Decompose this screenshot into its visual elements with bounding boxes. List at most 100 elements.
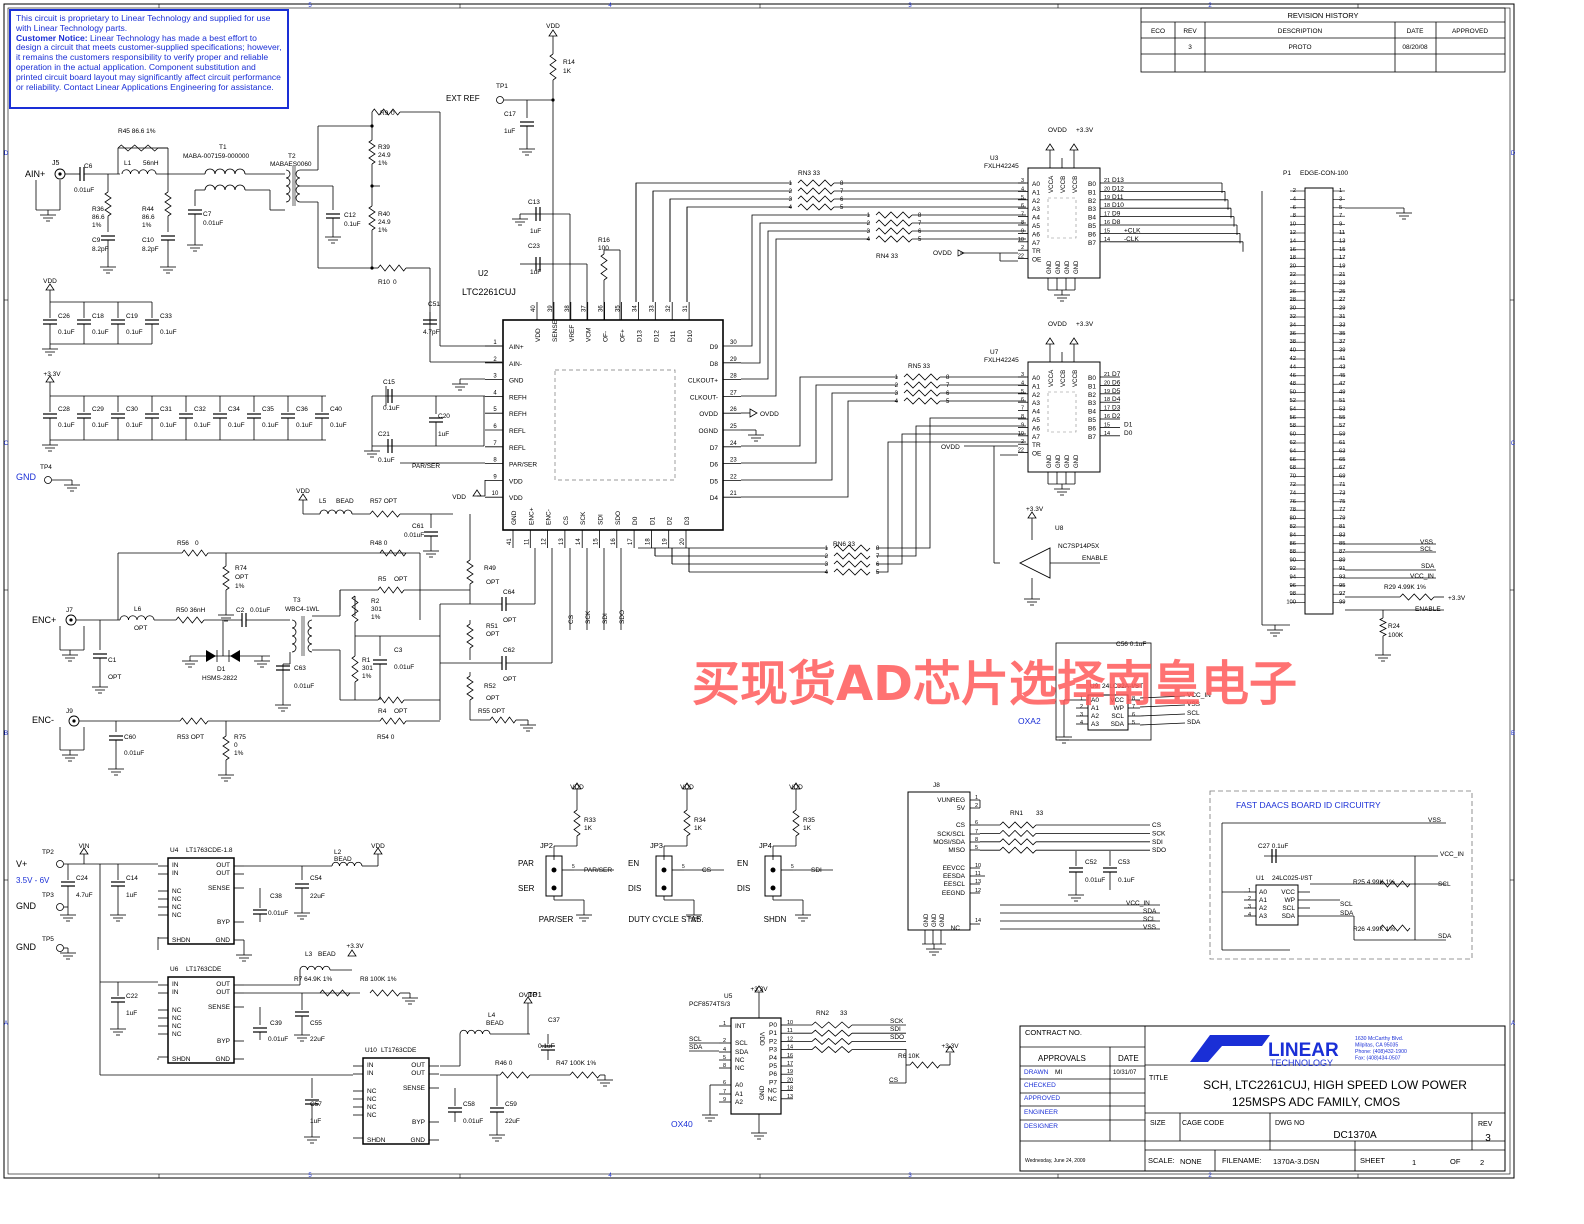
- p1-pin-odd: 77: [1339, 507, 1345, 513]
- label: C54: [310, 875, 322, 882]
- adc-pin-number: 6: [493, 424, 497, 430]
- data-bus-label: D7: [1112, 371, 1121, 378]
- label: 33: [840, 1010, 848, 1017]
- label: 3.5V - 6V: [16, 876, 50, 885]
- label: R56: [177, 540, 189, 547]
- label: SHDN: [172, 937, 191, 944]
- wire: [1139, 695, 1186, 699]
- p1-pin-even: 46: [1290, 373, 1296, 379]
- fxl-pin-b: B6: [1088, 231, 1096, 238]
- spi-net-label: SCK: [585, 610, 592, 624]
- fxl-pin-num: 10: [1018, 431, 1024, 437]
- label: 1K: [694, 825, 703, 832]
- power-arrow-icon: [1069, 143, 1079, 151]
- label: OF: [1450, 1157, 1461, 1166]
- label: 0.1uF: [1118, 877, 1135, 884]
- resistor-network-ref: RN3 33: [798, 170, 820, 177]
- rn-pin: 3: [895, 391, 899, 397]
- rn-pin: 5: [946, 399, 950, 405]
- rn-pin: 7: [876, 554, 880, 560]
- rn-pin: 7: [918, 221, 922, 227]
- fxl-pin-a: A5: [1032, 417, 1040, 424]
- label: 2: [1480, 1158, 1484, 1167]
- label: OPT: [503, 617, 516, 624]
- fxl-pin-b: B1: [1088, 383, 1096, 390]
- fxl-pin-a: OE: [1032, 451, 1042, 458]
- adc-pin-label: D4: [710, 495, 719, 502]
- resistor: [833, 568, 871, 576]
- u5-pin-num: 20: [787, 1077, 793, 1083]
- fxl-pin-b: B4: [1088, 215, 1096, 222]
- jumper-pin[interactable]: [661, 867, 667, 873]
- p1-pin-odd: 51: [1339, 398, 1345, 404]
- exposed-pad-outline: [1047, 391, 1077, 433]
- inductor: [459, 1029, 491, 1035]
- fxl-pin-num: 15: [1104, 422, 1110, 428]
- resistor: [466, 559, 474, 585]
- label: NC: [172, 896, 182, 903]
- resistor: [903, 373, 941, 381]
- label: TP3: [42, 892, 54, 899]
- p1-pin-odd: 5: [1339, 205, 1342, 211]
- jumper-pin[interactable]: [770, 885, 776, 891]
- jumper-pin[interactable]: [551, 867, 557, 873]
- resistor: [377, 264, 407, 272]
- fxl-gnd-pin: GND: [1065, 454, 1071, 468]
- label: 0.1uF: [383, 405, 400, 412]
- coax-pin: [58, 172, 62, 176]
- fxl-pin-num: 19: [1104, 195, 1110, 201]
- p1-pin-odd: 43: [1339, 364, 1345, 370]
- wire: [741, 392, 898, 481]
- label: C2: [236, 607, 245, 614]
- label: SDA: [1438, 933, 1452, 940]
- adc-pin-label: OF-: [603, 331, 610, 342]
- fxl-supply-pin: VCCA: [1048, 369, 1055, 387]
- label: C61: [412, 523, 424, 530]
- adc-pin-label: D8: [710, 361, 719, 368]
- jumper-pin[interactable]: [661, 885, 667, 891]
- label: OVDD: [933, 250, 952, 257]
- label: 301: [362, 665, 373, 672]
- resistor: [379, 549, 407, 557]
- label: C10: [142, 237, 154, 244]
- label: BEAD: [336, 498, 354, 505]
- label: R8 100K 1%: [360, 976, 397, 983]
- exposed-pad-outline: [554, 369, 676, 481]
- resistor: [999, 821, 1037, 829]
- zone-col-label: 4: [608, 1173, 612, 1179]
- label: TITLE: [1149, 1075, 1168, 1082]
- label: +3.3V: [1076, 321, 1094, 328]
- adc-pin-number: 39: [548, 305, 554, 312]
- jumper-pin[interactable]: [551, 885, 557, 891]
- fxl-gnd-pin: GND: [1074, 454, 1080, 468]
- label: C6: [84, 163, 93, 170]
- zone-row-label: C: [1511, 441, 1516, 447]
- rn-pin: 6: [918, 229, 922, 235]
- label: 1%: [362, 673, 372, 680]
- p1-pin-odd: 75: [1339, 499, 1345, 505]
- label: L2: [334, 849, 342, 856]
- zone-row-label: B: [1511, 731, 1515, 737]
- resistor: [875, 235, 913, 243]
- adc-pin-number: 4: [493, 390, 497, 396]
- label: 1K: [563, 68, 572, 75]
- label: C59: [505, 1101, 517, 1108]
- p1-pin-even: 18: [1290, 255, 1296, 261]
- revision-header: REV: [1183, 28, 1197, 35]
- p1-pin-odd: 21: [1339, 272, 1345, 278]
- adc-pin-number: 23: [730, 458, 737, 464]
- resistor: [875, 219, 913, 227]
- adc-pin-number: 40: [531, 305, 537, 312]
- label: R14: [563, 59, 575, 66]
- label: L6: [134, 606, 142, 613]
- u5-pin-num: 14: [787, 1045, 793, 1051]
- label: SENSE: [208, 885, 231, 892]
- jumper-pin[interactable]: [770, 867, 776, 873]
- p1-pin-odd: 47: [1339, 381, 1345, 387]
- fxl-pin-a: A0: [1032, 181, 1040, 188]
- jumper-pin-num: 5: [572, 864, 575, 870]
- label: ENABLE: [1082, 555, 1108, 562]
- label: R54 0: [377, 734, 395, 741]
- rn-pin: 6: [876, 562, 880, 568]
- label: SHEET: [1360, 1156, 1385, 1165]
